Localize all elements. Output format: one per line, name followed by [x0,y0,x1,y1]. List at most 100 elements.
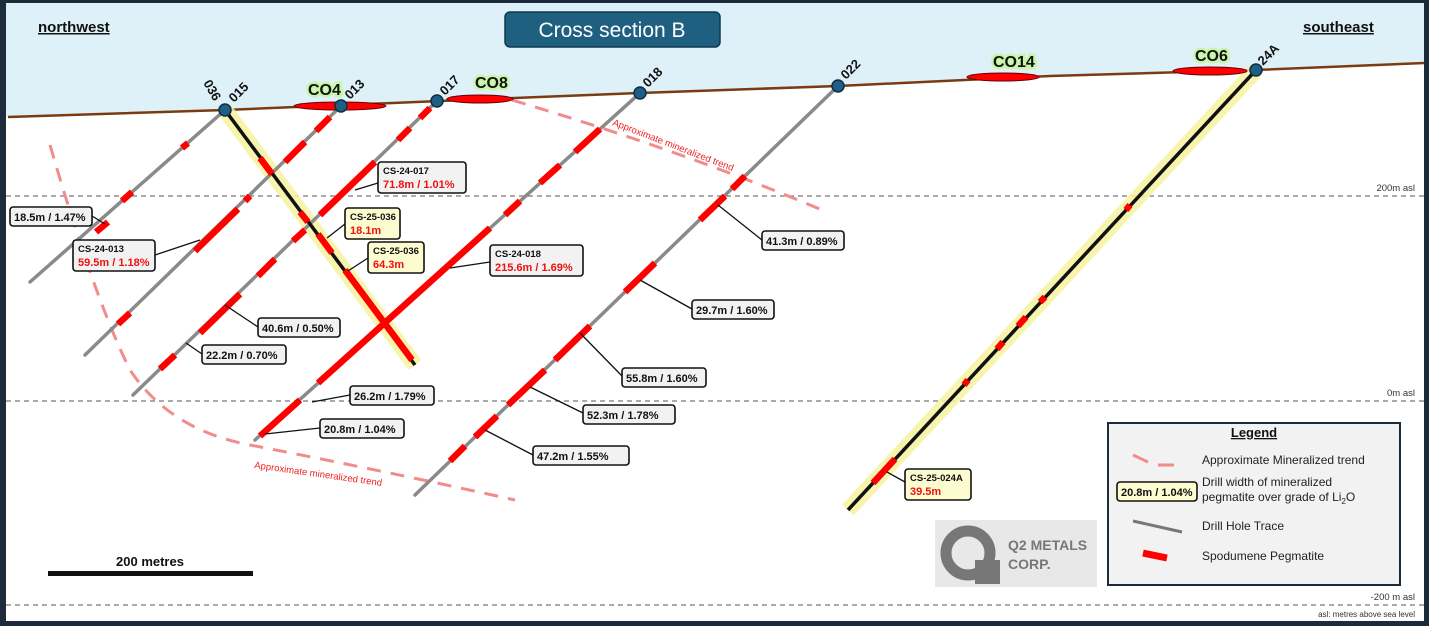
callout-value: 18.1m [350,225,381,237]
callout-hole: CS-25-036 [350,212,396,223]
callout: CS-24-018 215.6m / 1.69% [449,244,584,277]
callout-value: 40.6m / 0.50% [262,323,334,335]
legend-title: Legend [1231,425,1277,440]
pegmatite-segment [417,105,433,121]
pegmatite-segment [1123,202,1133,213]
collar-013[interactable] [334,99,348,113]
callout-value: 52.3m / 1.78% [587,410,659,422]
sky [6,3,1424,117]
direction-northwest: northwest [38,19,110,36]
logo-line2: CORP. [1008,556,1051,572]
pegmatite-segment [290,227,308,244]
callout-value: 64.3m [373,259,404,271]
pegmatite-segment [729,173,748,192]
showing-co14 [966,72,1040,82]
callout: 29.7m / 1.60% [639,279,775,320]
collar-018[interactable] [633,86,647,100]
scale-bar-label: 200 metres [116,554,184,569]
pegmatite-segment [552,323,593,363]
callout: 47.2m / 1.55% [484,429,630,466]
pegmatite-segment [961,377,971,388]
pegmatite-segment [317,159,378,218]
pegmatite-segment [315,225,493,386]
pegmatite-segment [342,268,415,362]
callout: CS-25-024A 39.5m [886,468,972,501]
pegmatite-segment [282,139,308,165]
callout-value: 26.2m / 1.79% [354,391,426,403]
callout: CS-24-017 71.8m / 1.01% [354,161,467,194]
pegmatite-segment [297,209,311,225]
legend-trace-icon [1132,519,1183,534]
callout: 20.8m / 1.04% [264,418,405,439]
pegmatite-segment [502,198,523,218]
callout: 55.8m / 1.60% [579,332,707,388]
collar-022[interactable] [831,79,845,93]
pegmatite-segment [472,413,500,440]
callout: 40.6m / 0.50% [224,304,341,338]
mineralized-trend-upper [511,98,823,212]
pegmatite-segment [994,339,1006,352]
pegmatite-segment [395,125,413,143]
pegmatite-segment [572,126,603,155]
callout-hole: CS-24-017 [383,166,429,177]
pegmatite-segment [197,291,243,336]
collar-24A[interactable] [1249,63,1263,77]
legend: Legend Approximate Mineralized trend 20.… [1107,422,1401,586]
pegmatite-segment [447,443,468,464]
legend-trace-label: Drill Hole Trace [1202,519,1284,533]
legend-pegmatite-label: Spodumene Pegmatite [1202,549,1324,563]
showing-label-co8: CO8 [475,75,508,92]
collar-017[interactable] [430,94,444,108]
level-label-200: 200m asl [1376,183,1415,194]
callout-value: 215.6m / 1.69% [495,262,573,274]
pegmatite-segment [622,260,658,295]
callout-value: 39.5m [910,486,941,498]
callout-value: 59.5m / 1.18% [78,257,150,269]
callout-value: 41.3m / 0.89% [766,236,838,248]
callout-value: 71.8m / 1.01% [383,179,455,191]
legend-width-line2: pegmatite over grade of Li2O [1202,490,1355,506]
legend-sample-callout: 20.8m / 1.04% [1121,487,1193,499]
showing-co6 [1172,66,1248,76]
pegmatite-segment [192,206,241,254]
mineralized-trend-lower [48,144,516,502]
pegmatite-segment [93,219,111,235]
callout: 41.3m / 0.89% [717,204,845,251]
pegmatite-segment [697,193,728,223]
pegmatite-segment [313,114,333,134]
pegmatite-segment [157,352,178,372]
pegmatite-segment [255,256,278,279]
legend-width-line1: Drill width of mineralized [1202,475,1332,489]
pegmatite-segment [870,456,898,486]
showing-label-co4: CO4 [308,82,341,99]
company-logo: Q2 METALS CORP. [935,520,1097,587]
pegmatite-segment [257,156,275,176]
drill-trace-017 [131,99,439,397]
title-banner: Cross section B [504,11,721,48]
pegmatite-intervals [93,105,1133,486]
pegmatite-segment [1015,314,1029,329]
callout-value: 55.8m / 1.60% [626,373,698,385]
callout-hole: CS-24-018 [495,249,541,260]
pegmatite-segment [315,232,335,255]
callout-value: 22.2m / 0.70% [206,350,278,362]
pegmatite-segment [1037,294,1048,305]
drill-trace-24A [846,68,1258,512]
level-label-minus200: -200 m asl [1371,592,1415,603]
collar-036-015[interactable] [218,103,232,117]
pegmatite-segment [179,140,191,151]
callout: 22.2m / 0.70% [185,342,287,365]
callout: 26.2m / 1.79% [311,385,435,406]
pegmatite-segment [242,193,253,204]
callout-value: 29.7m / 1.60% [696,305,768,317]
pegmatite-segment [115,310,133,327]
level-label-0: 0m asl [1387,388,1415,399]
callout-hole: CS-25-024A [910,473,963,484]
pegmatite-segment [257,397,303,439]
legend-pegmatite-icon [1142,549,1168,562]
callout: 52.3m / 1.78% [529,386,676,425]
